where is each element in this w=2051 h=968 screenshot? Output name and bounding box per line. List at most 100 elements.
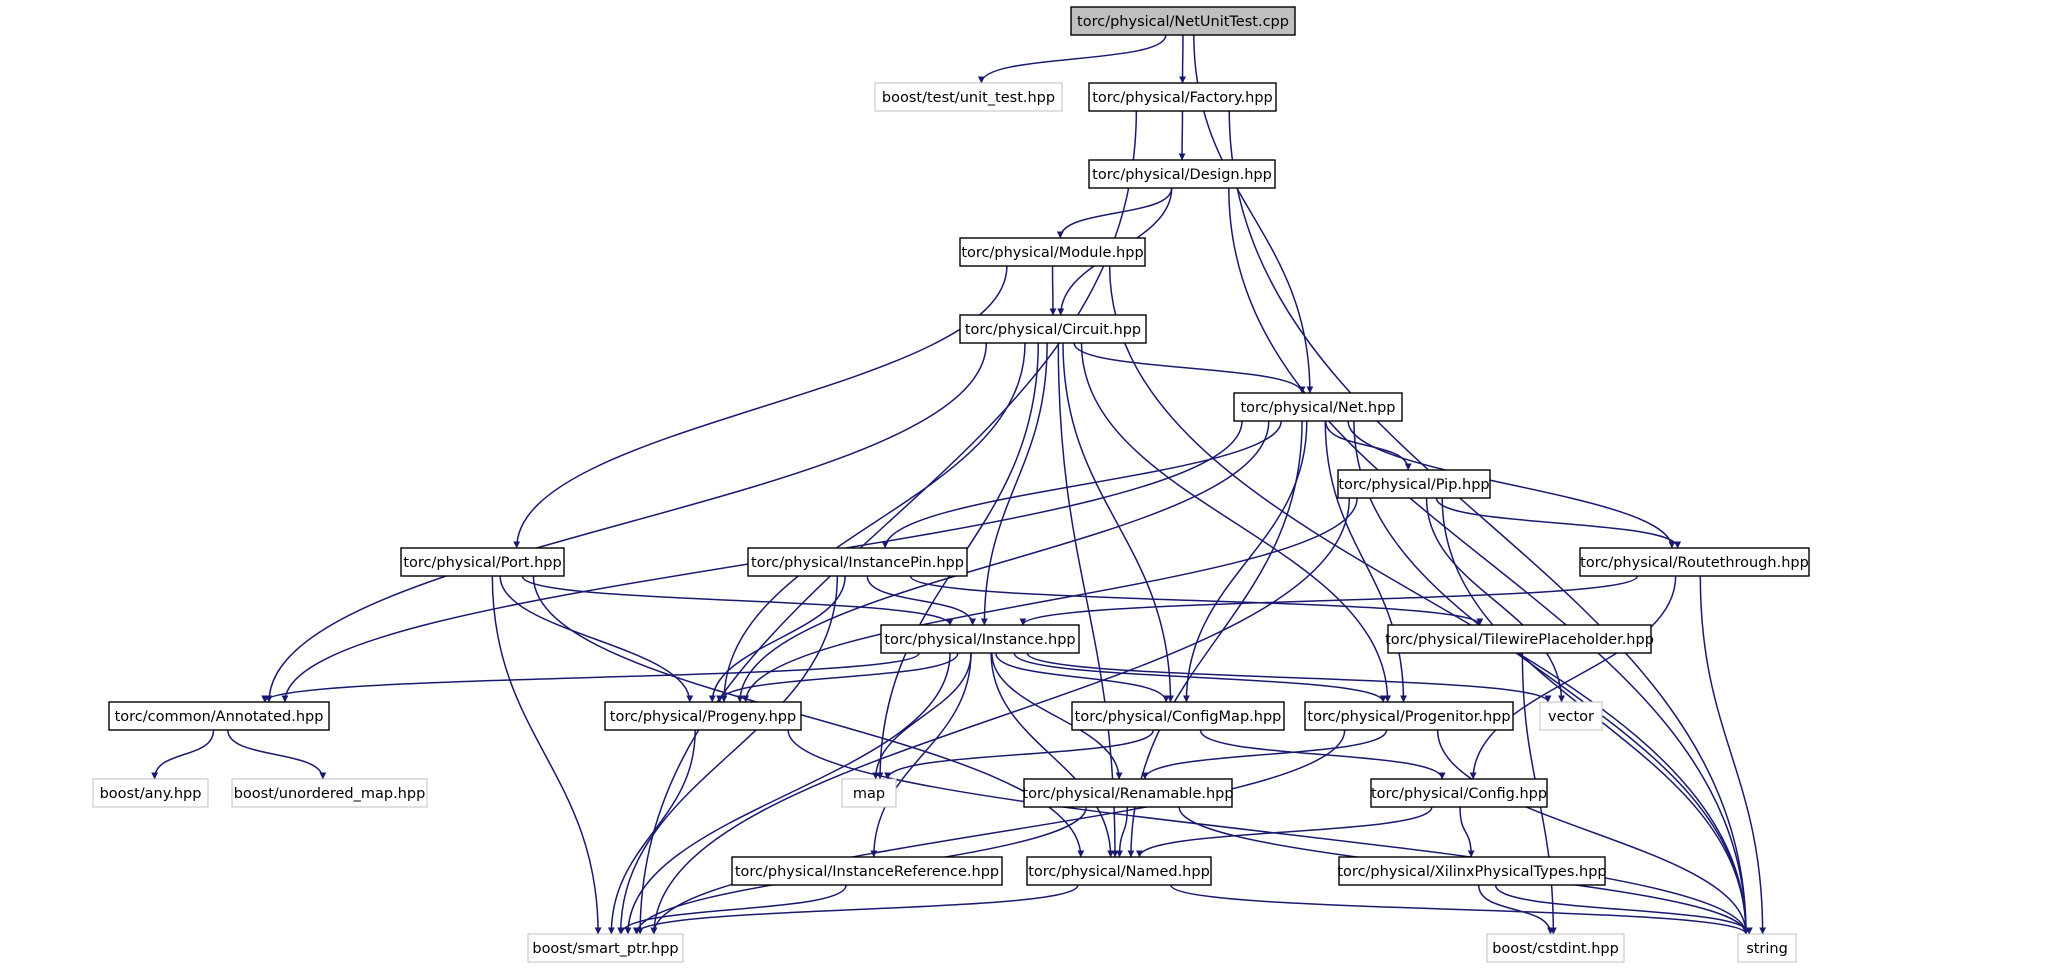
edge-instancepin-to-tilewire bbox=[909, 575, 1484, 626]
node-progeny-box bbox=[604, 701, 802, 731]
node-cstdint: boost/cstdint.hpp bbox=[1486, 933, 1625, 963]
node-factory[interactable]: torc/physical/Factory.hpp bbox=[1088, 82, 1277, 112]
node-pip[interactable]: torc/physical/Pip.hpp bbox=[1337, 469, 1491, 499]
node-port[interactable]: torc/physical/Port.hpp bbox=[400, 547, 565, 577]
node-netunittest[interactable]: torc/physical/NetUnitTest.cpp bbox=[1070, 6, 1296, 36]
node-instancepin[interactable]: torc/physical/InstancePin.hpp bbox=[747, 547, 968, 577]
edge-pip-to-routethrough bbox=[1435, 497, 1682, 549]
node-string: string bbox=[1737, 933, 1797, 963]
edge-instance-to-configmap bbox=[995, 652, 1170, 703]
edge-instance-to-map bbox=[872, 652, 972, 780]
node-unordered_map-box bbox=[231, 778, 428, 808]
node-pip-box bbox=[1337, 469, 1491, 499]
node-config[interactable]: torc/physical/Config.hpp bbox=[1370, 778, 1548, 808]
edge-progenitor-to-renamable bbox=[1141, 729, 1388, 780]
node-netunittest-label: torc/physical/NetUnitTest.cpp bbox=[1077, 14, 1289, 30]
edge-instance-to-vector bbox=[1026, 652, 1552, 703]
node-xilinx[interactable]: torc/physical/XilinxPhysicalTypes.hpp bbox=[1337, 856, 1607, 886]
node-any-box bbox=[92, 778, 209, 808]
edge-netunittest-to-unit_test bbox=[977, 34, 1167, 84]
node-progenitor-box bbox=[1304, 701, 1514, 731]
node-routethrough-box bbox=[1579, 547, 1810, 577]
node-progeny-label: torc/physical/Progeny.hpp bbox=[610, 709, 796, 725]
edge-circuit-to-net bbox=[1073, 342, 1306, 394]
edge-net-to-configmap bbox=[1182, 420, 1308, 703]
node-renamable[interactable]: torc/physical/Renamable.hpp bbox=[1022, 778, 1234, 808]
node-tilewire-box bbox=[1387, 624, 1652, 654]
node-instance-box bbox=[880, 624, 1080, 654]
node-tilewire-label: torc/physical/TilewirePlaceholder.hpp bbox=[1385, 632, 1654, 648]
node-instanceref-label: torc/physical/InstanceReference.hpp bbox=[735, 864, 999, 880]
node-port-label: torc/physical/Port.hpp bbox=[403, 555, 561, 571]
dependency-edges bbox=[151, 34, 1767, 935]
node-named-box bbox=[1026, 856, 1212, 886]
node-map-label: map bbox=[853, 786, 885, 802]
edge-factory-to-smart_ptr bbox=[636, 110, 1138, 935]
edge-circuit-to-named bbox=[1057, 342, 1119, 858]
edge-renamable-to-named bbox=[1116, 806, 1129, 858]
node-instanceref[interactable]: torc/physical/InstanceReference.hpp bbox=[731, 856, 1003, 886]
node-map: map bbox=[841, 778, 897, 808]
node-annotated-label: torc/common/Annotated.hpp bbox=[115, 709, 324, 725]
edge-config-to-named bbox=[1135, 806, 1433, 858]
edge-module-to-string bbox=[1108, 265, 1750, 935]
edge-circuit-to-annotated bbox=[265, 342, 988, 703]
node-progeny[interactable]: torc/physical/Progeny.hpp bbox=[604, 701, 802, 731]
node-map-box bbox=[841, 778, 897, 808]
node-configmap[interactable]: torc/physical/ConfigMap.hpp bbox=[1071, 701, 1285, 731]
node-named[interactable]: torc/physical/Named.hpp bbox=[1026, 856, 1212, 886]
node-config-box bbox=[1370, 778, 1548, 808]
node-any-label: boost/any.hpp bbox=[100, 786, 202, 802]
node-config-label: torc/physical/Config.hpp bbox=[1371, 786, 1547, 802]
edge-annotated-to-unordered_map bbox=[227, 729, 327, 780]
node-smart_ptr-box bbox=[527, 933, 684, 963]
node-vector-box bbox=[1539, 701, 1603, 731]
node-instancepin-box bbox=[747, 547, 968, 577]
edge-port-to-progeny bbox=[499, 575, 694, 703]
edge-port-to-named bbox=[532, 575, 1085, 858]
node-circuit[interactable]: torc/physical/Circuit.hpp bbox=[959, 314, 1147, 344]
edge-instance-to-annotated bbox=[261, 652, 920, 703]
node-unordered_map: boost/unordered_map.hpp bbox=[231, 778, 428, 808]
edge-circuit-to-configmap bbox=[1062, 342, 1174, 703]
node-routethrough-label: torc/physical/Routethrough.hpp bbox=[1580, 555, 1809, 571]
edge-progeny-to-smart_ptr bbox=[607, 729, 696, 935]
edge-circuit-to-instance bbox=[980, 342, 1048, 626]
node-module[interactable]: torc/physical/Module.hpp bbox=[959, 237, 1146, 267]
node-annotated[interactable]: torc/common/Annotated.hpp bbox=[108, 701, 330, 731]
node-net[interactable]: torc/physical/Net.hpp bbox=[1233, 392, 1403, 422]
node-tilewire[interactable]: torc/physical/TilewirePlaceholder.hpp bbox=[1385, 624, 1654, 654]
node-pip-label: torc/physical/Pip.hpp bbox=[1338, 477, 1489, 493]
node-smart_ptr: boost/smart_ptr.hpp bbox=[527, 933, 684, 963]
node-renamable-label: torc/physical/Renamable.hpp bbox=[1022, 786, 1233, 802]
edge-instance-to-smart_ptr bbox=[624, 652, 951, 935]
edge-instancepin-to-smart_ptr bbox=[617, 575, 839, 935]
node-progenitor[interactable]: torc/physical/Progenitor.hpp bbox=[1304, 701, 1514, 731]
edge-net-to-progenitor bbox=[1324, 420, 1408, 703]
node-routethrough[interactable]: torc/physical/Routethrough.hpp bbox=[1579, 547, 1810, 577]
edge-configmap-to-config bbox=[1199, 729, 1446, 780]
edge-progenitor-to-string bbox=[1436, 729, 1750, 935]
node-instance[interactable]: torc/physical/Instance.hpp bbox=[880, 624, 1080, 654]
edge-net-to-instancepin bbox=[881, 420, 1282, 549]
edge-routethrough-to-string bbox=[1699, 575, 1767, 935]
node-module-label: torc/physical/Module.hpp bbox=[961, 245, 1143, 261]
edge-instance-to-renamable bbox=[991, 652, 1123, 780]
node-vector: vector bbox=[1539, 701, 1603, 731]
node-design-label: torc/physical/Design.hpp bbox=[1092, 167, 1272, 183]
edge-instanceref-to-smart_ptr bbox=[617, 884, 847, 935]
edge-instancepin-to-instance bbox=[866, 575, 977, 626]
node-annotated-box bbox=[108, 701, 330, 731]
edge-instance-to-progenitor bbox=[1013, 652, 1387, 703]
node-design[interactable]: torc/physical/Design.hpp bbox=[1088, 159, 1276, 189]
edge-named-to-string bbox=[1170, 884, 1750, 935]
node-net-box bbox=[1233, 392, 1403, 422]
edge-port-to-smart_ptr bbox=[491, 575, 602, 935]
node-instancepin-label: torc/physical/InstancePin.hpp bbox=[751, 555, 964, 571]
node-unit_test: boost/test/unit_test.hpp bbox=[874, 82, 1063, 112]
edge-instancepin-to-progeny bbox=[708, 575, 846, 703]
edge-net-to-routethrough bbox=[1347, 420, 1676, 549]
node-string-label: string bbox=[1746, 941, 1788, 957]
node-port-box bbox=[400, 547, 565, 577]
